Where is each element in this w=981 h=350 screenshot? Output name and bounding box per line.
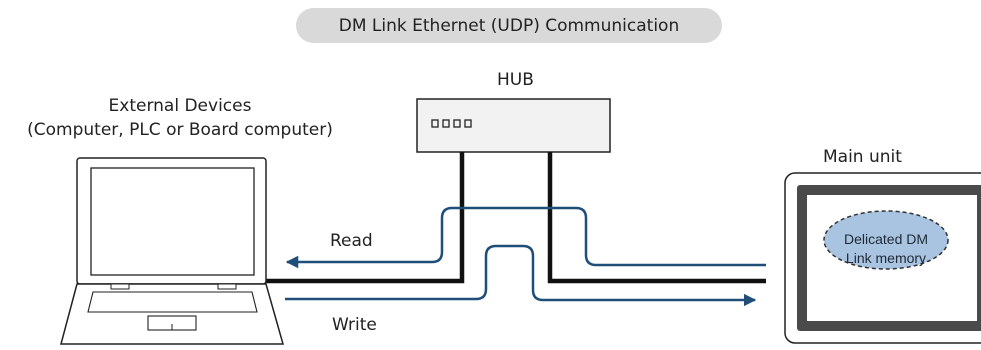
external-devices-label: External Devices (Computer, PLC or Board…: [5, 94, 355, 142]
hub-port-light: [431, 119, 439, 128]
hub-port-light: [442, 119, 450, 128]
external-devices-line2: (Computer, PLC or Board computer): [27, 120, 333, 140]
dm-link-memory-shape: [823, 210, 949, 270]
laptop-hinge: [110, 283, 130, 290]
cable-hub-to-main-unit: [547, 152, 766, 284]
laptop-icon: [60, 157, 284, 345]
read-label: Read: [330, 231, 373, 251]
dm-link-memory-line1: Delicated DM: [843, 231, 929, 247]
laptop-hinge: [217, 283, 237, 290]
monitor-icon: [784, 172, 981, 344]
main-unit-label: Main unit: [823, 147, 902, 167]
write-arrow: [285, 244, 757, 307]
cable-hub-to-external: [263, 152, 465, 284]
hub-label: HUB: [497, 70, 534, 90]
external-devices-line1: External Devices: [108, 96, 252, 116]
diagram-title: DM Link Ethernet (UDP) Communication: [296, 8, 722, 43]
laptop-keyboard: [87, 291, 258, 313]
hub-icon: [416, 98, 611, 153]
read-arrow: [285, 206, 766, 269]
hub-port-light: [453, 119, 461, 128]
dm-link-memory-line2: Link memory: [845, 250, 927, 266]
laptop-screen: [90, 167, 255, 276]
dm-link-memory-label: Delicated DM Link memory: [822, 230, 950, 268]
diagram-title-text: DM Link Ethernet (UDP) Communication: [338, 15, 680, 36]
hub-port-light: [464, 119, 472, 128]
write-label: Write: [332, 315, 377, 335]
